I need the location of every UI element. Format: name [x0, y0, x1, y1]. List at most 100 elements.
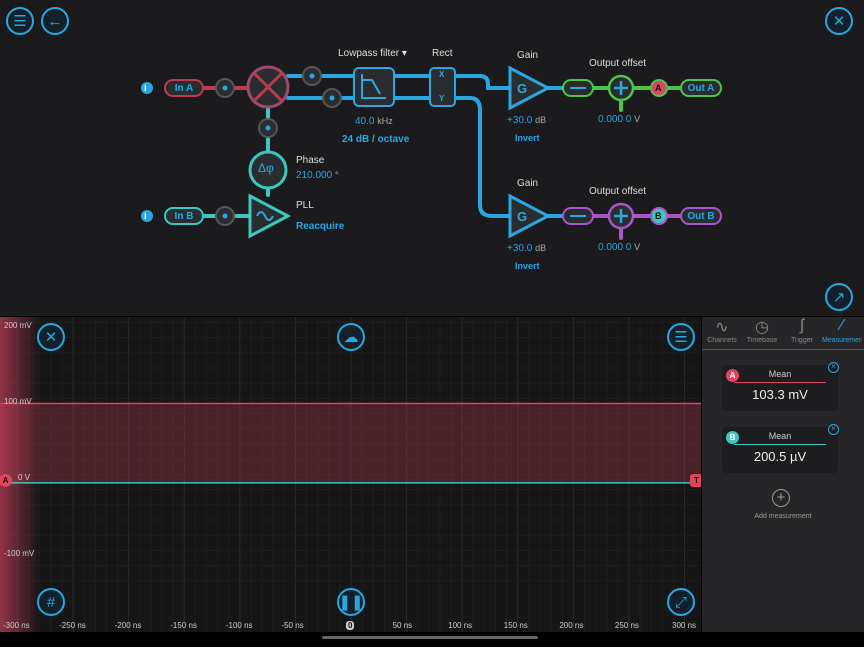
tab-icon: ʃ: [800, 317, 804, 334]
offset-b-title: Output offset: [589, 186, 647, 197]
trigger-marker[interactable]: T: [690, 474, 701, 487]
channel-badge: B: [726, 431, 739, 444]
measurement-card[interactable]: A Mean 103.3 mV ×: [722, 362, 839, 411]
measurement-type[interactable]: Mean: [768, 431, 792, 441]
signal-wires: [141, 65, 692, 240]
lowpass-frequency[interactable]: 40.0 kHz: [355, 116, 393, 127]
pll-icon: [248, 193, 292, 239]
x-tick-label: 250 ns: [614, 621, 639, 630]
lowpass-filter-dropdown[interactable]: Lowpass filter ▾: [338, 48, 407, 59]
tab-timebase[interactable]: ◷Timebase: [742, 317, 782, 349]
back-arrow-icon[interactable]: ←: [41, 7, 69, 35]
invert-icons: [562, 79, 594, 225]
gain-b-value[interactable]: +30.0 dB: [507, 243, 547, 254]
remove-measurement-icon[interactable]: ×: [828, 362, 839, 373]
gain-b-title: Gain: [517, 178, 539, 189]
phase-shifter-icon: [248, 150, 288, 190]
tab-icon: ∿: [715, 319, 729, 336]
pause-icon[interactable]: ❚❚: [337, 588, 365, 616]
remove-measurement-icon[interactable]: ×: [828, 424, 839, 435]
gain-b-symbol[interactable]: G: [517, 209, 528, 224]
tab-label: Measurement: [822, 337, 862, 344]
offset-a-title: Output offset: [589, 58, 647, 69]
measurement-type[interactable]: Mean: [768, 369, 792, 379]
tab-measurement[interactable]: ⁄ Measurement: [822, 317, 862, 349]
block-diagram-panel: ☰ ← ✕ ↗ i i In A In B Lowpass filter ▾ 4…: [0, 0, 864, 316]
rect-x-label: X: [439, 70, 445, 79]
channel-a-badge: A: [655, 83, 662, 93]
channel-badge: A: [726, 369, 739, 382]
x-tick-label: -250 ns: [59, 621, 86, 630]
tab-label: Channels: [707, 337, 737, 344]
rect-y-label: Y: [439, 94, 445, 103]
lowpass-slope[interactable]: 24 dB / octave: [342, 134, 410, 145]
add-measurement-icon[interactable]: +: [772, 489, 790, 507]
phase-title: Phase: [296, 155, 325, 166]
tab-icon: ⁄: [840, 317, 844, 334]
grid-icon[interactable]: #: [37, 588, 65, 616]
gain-a-value[interactable]: +30.0 dB: [507, 115, 547, 126]
measurement-value: 200.5 µV: [753, 449, 807, 464]
x-tick-label: -200 ns: [114, 621, 142, 630]
fullscreen-icon[interactable]: ⤢: [667, 588, 695, 616]
settings-sliders-icon[interactable]: ☰: [667, 323, 695, 351]
trigger-position-marker[interactable]: 0: [346, 621, 355, 630]
output-a-button[interactable]: Out A: [680, 79, 722, 97]
tools-icon[interactable]: ✕: [825, 7, 853, 35]
tab-channels[interactable]: ∿Channels: [702, 317, 742, 349]
y-tick-label: 0 V: [18, 473, 31, 482]
cloud-upload-icon[interactable]: ☁: [337, 323, 365, 351]
x-tick-label: -300 ns: [3, 621, 30, 630]
offset-a-value[interactable]: 0.000 0 V: [598, 114, 641, 125]
tab-label: Timebase: [746, 337, 778, 344]
measurement-card[interactable]: B Mean 200.5 µV ×: [722, 424, 839, 473]
plot-canvas: [0, 317, 701, 632]
gain-a-symbol[interactable]: G: [517, 81, 528, 96]
measurement-value: 103.3 mV: [752, 387, 808, 402]
gain-a-title: Gain: [517, 50, 539, 61]
x-tick-label: -150 ns: [170, 621, 197, 630]
rect-converter-icon: [429, 67, 456, 107]
y-tick-label: 100 mV: [4, 397, 32, 406]
gain-b-icon: [508, 193, 552, 239]
x-tick-label: 100 ns: [448, 621, 473, 630]
info-icon-a[interactable]: i: [144, 83, 147, 93]
phase-symbol[interactable]: Δφ: [258, 161, 274, 175]
offset-adders: [607, 74, 635, 230]
home-indicator: [322, 636, 538, 639]
mixer-icon: [246, 65, 290, 109]
x-tick-label: 50 ns: [392, 621, 413, 630]
x-tick-label: -50 ns: [281, 621, 304, 630]
channel-a-marker[interactable]: A: [0, 474, 12, 487]
input-a-button[interactable]: In A: [164, 79, 204, 97]
y-tick-label: 200 mV: [4, 321, 32, 330]
x-tick-label: -100 ns: [225, 621, 253, 630]
pll-reacquire-button[interactable]: Reacquire: [296, 221, 345, 232]
invert-a-button[interactable]: Invert: [515, 133, 540, 143]
phase-value[interactable]: 210.000 °: [296, 170, 339, 181]
output-b-button[interactable]: Out B: [680, 207, 722, 225]
channel-underline: [734, 444, 826, 445]
close-icon[interactable]: ✕: [37, 323, 65, 351]
channel-b-badge: B: [655, 211, 662, 221]
chart-trend-icon[interactable]: ↗: [825, 283, 853, 311]
gain-a-icon: [508, 65, 552, 111]
offset-b-value[interactable]: 0.000 0 V: [598, 242, 641, 253]
trace-a-fill: [0, 403, 701, 482]
x-tick-label: 300 ns: [672, 621, 697, 630]
menu-icon[interactable]: ☰: [6, 7, 34, 35]
add-measurement-button[interactable]: Add measurement: [754, 513, 812, 520]
info-icon-b[interactable]: i: [144, 211, 147, 221]
x-tick-label: 200 ns: [559, 621, 584, 630]
input-b-button[interactable]: In B: [164, 207, 204, 225]
y-tick-label: -100 mV: [4, 549, 35, 558]
tab-label: Trigger: [791, 337, 813, 344]
rect-title: Rect: [432, 48, 453, 59]
channel-underline: [734, 382, 826, 383]
x-tick-label: 150 ns: [503, 621, 528, 630]
invert-b-button[interactable]: Invert: [515, 261, 540, 271]
tab-icon: ◷: [755, 319, 769, 336]
oscilloscope-plot[interactable]: 200 mV 100 mV 0 V -100 mV -300 ns -250 ns -200…: [0, 317, 701, 632]
